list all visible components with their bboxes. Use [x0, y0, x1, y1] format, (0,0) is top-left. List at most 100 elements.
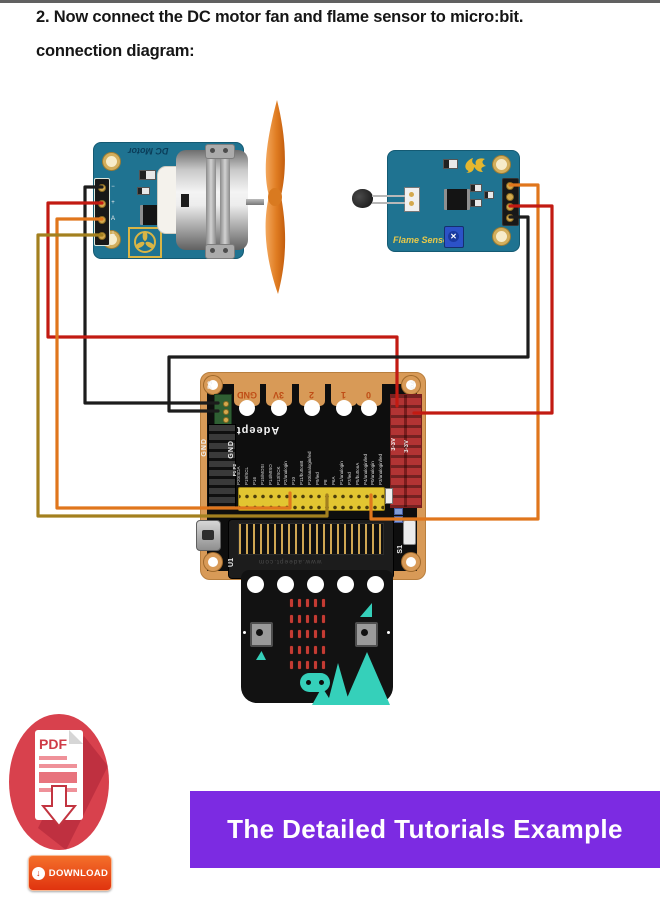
download-button[interactable]: ↓ DOWNLOAD: [28, 855, 112, 891]
pin-label: P6A: [330, 476, 336, 485]
terminal-hole: [304, 400, 320, 416]
pin-label: P11/buttonB: [299, 460, 305, 485]
led: [290, 661, 293, 669]
pin-label: P1/analogin: [338, 461, 344, 485]
motor-pin: [98, 232, 106, 240]
p4-label: P4: [410, 381, 417, 389]
teal-triangle-icon: [360, 603, 372, 617]
edge-notch: [367, 576, 384, 593]
smd-component: [139, 170, 156, 180]
tutorial-banner: The Detailed Tutorials Example: [190, 791, 660, 868]
led: [306, 645, 309, 654]
led: [322, 645, 325, 654]
motor-pin-symbol: +: [111, 200, 115, 206]
motor-strap-screws: [205, 244, 235, 259]
led: [298, 599, 301, 607]
terminal-hole: [336, 400, 352, 416]
led: [306, 630, 309, 638]
s1-label: S1: [397, 545, 404, 554]
led: [298, 630, 301, 638]
heading-line2: connection diagram:: [36, 42, 195, 60]
pdf-icon[interactable]: PDF: [8, 710, 112, 856]
s1-switch[interactable]: [403, 520, 416, 545]
flame-logo-icon: [461, 156, 489, 180]
microbit-logo-icon: [300, 673, 330, 692]
u1-label: U1: [228, 558, 235, 567]
edge-notch: [337, 576, 354, 593]
led: [298, 614, 301, 623]
pin-label: P7/led: [346, 472, 352, 485]
pin-label: P13/SCK: [275, 466, 281, 485]
button-b[interactable]: [355, 622, 378, 647]
corner-label: P1 P2: [232, 464, 237, 477]
teal-triangle-icon: [256, 651, 266, 660]
pin-label: P10/analogin/led: [307, 451, 313, 485]
banner-text: The Detailed Tutorials Example: [227, 814, 623, 844]
led: [322, 614, 325, 623]
motor-pin-symbol: ⏚: [109, 232, 116, 238]
side-pad: [243, 631, 246, 634]
motor-pin-symbols: −+A⏚: [108, 179, 118, 243]
motor-pin: [98, 184, 106, 192]
gnd-label: GND: [201, 438, 208, 457]
led: [298, 661, 301, 669]
pin-label: P19/SCL: [243, 466, 249, 485]
comparator-ic: [444, 189, 470, 210]
motor-pin-symbol: A: [110, 216, 115, 222]
motor-terminal: [181, 194, 189, 207]
mount-hole-icon: [493, 156, 510, 173]
terminal-hole: [361, 400, 377, 416]
p3-label: P3: [207, 381, 214, 389]
download-label: DOWNLOAD: [48, 867, 109, 879]
led: [306, 614, 309, 623]
edge-notch: [307, 576, 324, 593]
edge-notch: [277, 576, 294, 593]
sensor-pads: [404, 187, 420, 212]
pin-label: P10: [291, 476, 297, 485]
smd-component: [385, 488, 393, 504]
pdf-text: PDF: [39, 736, 67, 752]
led: [306, 599, 309, 607]
pin-label: P14/MISO: [267, 464, 273, 485]
download-arrow-icon: [40, 785, 78, 828]
website-label: www.adeept.com: [258, 558, 322, 565]
potentiometer: ✕: [444, 226, 464, 248]
motor-strap-screws: [205, 144, 235, 159]
led: [306, 661, 309, 669]
pin-label: P20/SDA: [237, 466, 241, 485]
led: [314, 645, 317, 654]
flame-pin: [506, 193, 514, 201]
terminal-hole: [239, 400, 255, 416]
smd-component: [394, 516, 403, 523]
microbit-board: [241, 570, 393, 703]
pin-label: P9/led: [315, 472, 321, 485]
led: [290, 599, 293, 607]
led: [322, 661, 325, 669]
led: [322, 630, 325, 638]
mount-hole-icon: [493, 228, 510, 245]
led: [290, 614, 293, 623]
led: [314, 630, 317, 638]
led: [314, 614, 317, 623]
led-matrix: [290, 599, 325, 669]
pin-label: P16: [251, 476, 257, 485]
led: [290, 645, 293, 654]
pin-label: P3/analogin/led: [378, 453, 384, 485]
led: [322, 599, 325, 607]
micro-usb-port[interactable]: [196, 520, 221, 551]
dc-motor-label: DC Motor: [128, 146, 169, 156]
edge-notch: [247, 576, 264, 593]
button-a[interactable]: [250, 622, 273, 647]
smd-component: [443, 159, 458, 169]
smd-component: [137, 187, 150, 195]
smd-component: [484, 191, 494, 199]
flame-pin: [506, 203, 514, 211]
terminal-hole: [271, 400, 287, 416]
pin-label: P15/MOSI: [259, 464, 265, 485]
pin-label: P5/buttonA: [354, 462, 360, 485]
smd-component: [394, 508, 403, 515]
led: [298, 645, 301, 654]
propeller-blade: [265, 100, 286, 294]
smd-component: [470, 184, 482, 192]
motor-pin: [98, 200, 106, 208]
